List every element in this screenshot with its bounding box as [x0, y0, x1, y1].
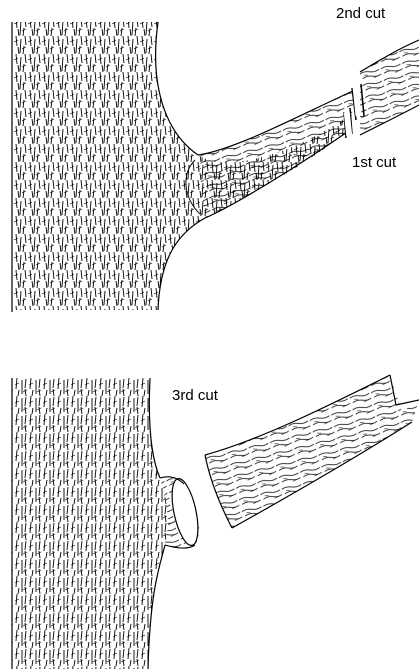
- removed-branch-section: [205, 375, 419, 528]
- trunk-bottom: [12, 378, 168, 669]
- branch-tip: [360, 40, 419, 135]
- label-second-cut: 2nd cut: [336, 6, 385, 21]
- label-third-cut: 3rd cut: [172, 388, 218, 403]
- first-cut-notch: [344, 108, 352, 138]
- label-first-cut: 1st cut: [352, 155, 396, 170]
- figure-after-removal: [12, 375, 419, 669]
- branch: [198, 90, 355, 218]
- trunk-top: [12, 22, 352, 312]
